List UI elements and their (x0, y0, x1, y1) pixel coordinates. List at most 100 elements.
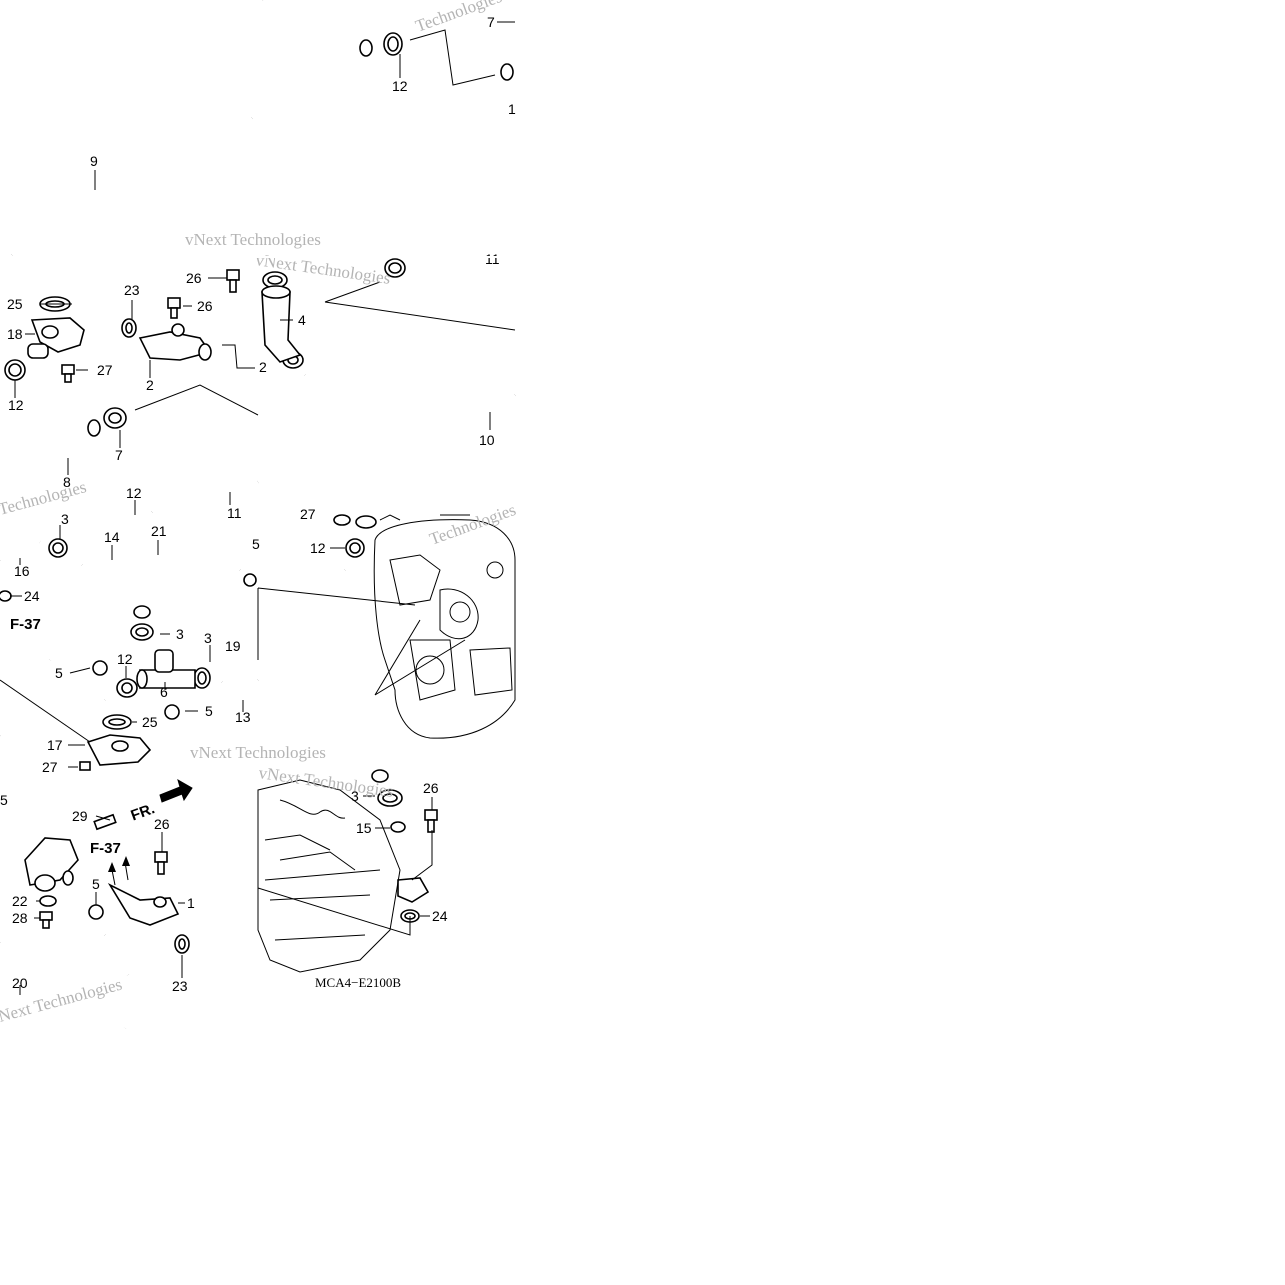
hose-8 (0, 419, 101, 509)
hose-16 (0, 535, 41, 564)
joint-4 (261, 285, 302, 363)
joint-6 (136, 649, 196, 689)
watermark: vNext Technologies (185, 230, 321, 249)
callout: 25 (7, 296, 23, 312)
callout: 26 (423, 780, 439, 796)
joint-2 (138, 323, 212, 361)
washer-22 (39, 895, 57, 907)
callout: 7 (487, 14, 495, 30)
joint-1 (107, 883, 180, 926)
callout: 25 (142, 714, 158, 730)
bolt-26d (424, 809, 438, 833)
joint-thermo (24, 837, 79, 892)
hose-19 (255, 567, 351, 661)
bolt-26c (154, 851, 168, 875)
clamp-5c (243, 573, 257, 587)
callout: 23 (124, 282, 140, 298)
callout: 27 (300, 506, 316, 522)
callout: 5 (55, 665, 63, 681)
front-direction-label: FR. (129, 800, 158, 824)
watermark: vNext Technologies (190, 743, 326, 762)
clamp-4 (262, 271, 288, 289)
callout: 8 (63, 474, 71, 490)
callout: 21 (151, 523, 167, 539)
joint-18 (27, 317, 85, 359)
engine-block-lower (257, 769, 401, 973)
callout: 12 (310, 540, 326, 556)
callout: 13 (235, 709, 251, 725)
seal-23-top (121, 318, 137, 338)
callout: 24 (24, 588, 40, 604)
callout: 1 (508, 101, 516, 117)
callout: 3 (351, 788, 359, 804)
callout: 12 (117, 651, 133, 667)
callout: 14 (104, 529, 120, 545)
callout: 12 (392, 78, 408, 94)
hose-17-feed (0, 694, 109, 741)
callout: 26 (197, 298, 213, 314)
callout: 2 (146, 377, 154, 393)
callout: 6 (160, 684, 168, 700)
callout: 5 (252, 536, 260, 552)
callout: 26 (186, 270, 202, 286)
diagram-code: MCA4−E2100B (315, 975, 401, 990)
callout: 26 (154, 816, 170, 832)
callout: 10 (479, 432, 495, 448)
clamp-5a (92, 660, 108, 676)
hose-9 (7, 111, 254, 260)
clamp-5d (88, 904, 104, 920)
clamp-3c (193, 667, 211, 689)
callout: 3 (204, 630, 212, 646)
joint-17 (86, 734, 152, 766)
reference-label-f37-lower: F-37 (90, 840, 121, 857)
callout: 1 (187, 895, 195, 911)
clamp-3b (130, 623, 154, 641)
callout: 17 (47, 737, 63, 753)
callout: 16 (14, 563, 30, 579)
engine-block-upper (333, 514, 516, 739)
watermark: vNext Technologies (257, 763, 394, 801)
callout: 12 (126, 485, 142, 501)
callout: 27 (42, 759, 58, 775)
callout: 23 (172, 978, 188, 994)
callout: 5 (205, 703, 213, 719)
bolt-26a (226, 269, 240, 293)
bolt-28 (39, 911, 53, 929)
bolt-29 (93, 813, 117, 831)
seal-23-bottom (174, 934, 190, 954)
callout: 27 (97, 362, 113, 378)
parts (0, 32, 438, 954)
hose-top (255, 0, 514, 81)
hose-lower-mid (166, 739, 201, 774)
callout: 9 (90, 153, 98, 169)
callout: 20 (12, 975, 28, 991)
hose-13 (217, 674, 261, 693)
tile-gutters (0, 256, 515, 258)
hose-14 (79, 559, 151, 619)
bolt-27a (61, 364, 75, 383)
callout: 2 (259, 359, 267, 375)
callout: 18 (7, 326, 23, 342)
part-callouts: 7 12 1 9 26 11 25 23 26 4 18 2 2 27 12 1… (0, 14, 516, 994)
bolt-27b (79, 761, 91, 771)
callout: 24 (432, 908, 448, 924)
o-ring-25-mid (102, 714, 132, 730)
hose-21 (44, 545, 245, 662)
clamp-3a (48, 538, 68, 558)
watermark: Technologies (427, 500, 518, 549)
leader-lines (0, 21, 516, 995)
callout: 28 (12, 910, 28, 926)
callout: 7 (115, 447, 123, 463)
bolt-26b (167, 297, 181, 319)
callout: 4 (298, 312, 306, 328)
callout: 3 (61, 511, 69, 527)
clamp-12-top (383, 32, 403, 56)
callout: 5 (92, 876, 100, 892)
hoses (0, 0, 518, 1029)
hose-11 (149, 476, 260, 518)
callout: 22 (12, 893, 28, 909)
hose-20 (0, 922, 134, 1029)
callout: 11 (227, 505, 242, 521)
seal-24-left (0, 590, 12, 602)
clamp-top-right (384, 258, 406, 278)
